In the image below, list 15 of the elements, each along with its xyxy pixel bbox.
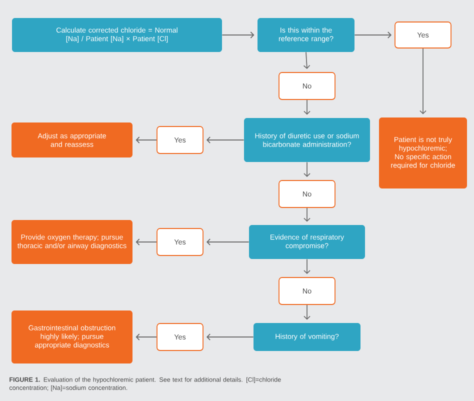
arrow xyxy=(206,238,250,246)
arrow xyxy=(304,258,310,274)
arrow xyxy=(206,136,244,144)
arrow xyxy=(304,100,310,115)
arrow xyxy=(304,162,310,178)
arrow xyxy=(304,208,310,222)
arrow xyxy=(206,334,254,340)
arrow xyxy=(136,334,157,340)
arrow xyxy=(304,304,310,320)
arrow xyxy=(420,48,426,114)
arrow xyxy=(222,32,254,38)
arrow xyxy=(136,238,157,246)
arrow xyxy=(354,32,392,38)
arrow xyxy=(136,136,157,144)
arrow xyxy=(303,52,310,70)
